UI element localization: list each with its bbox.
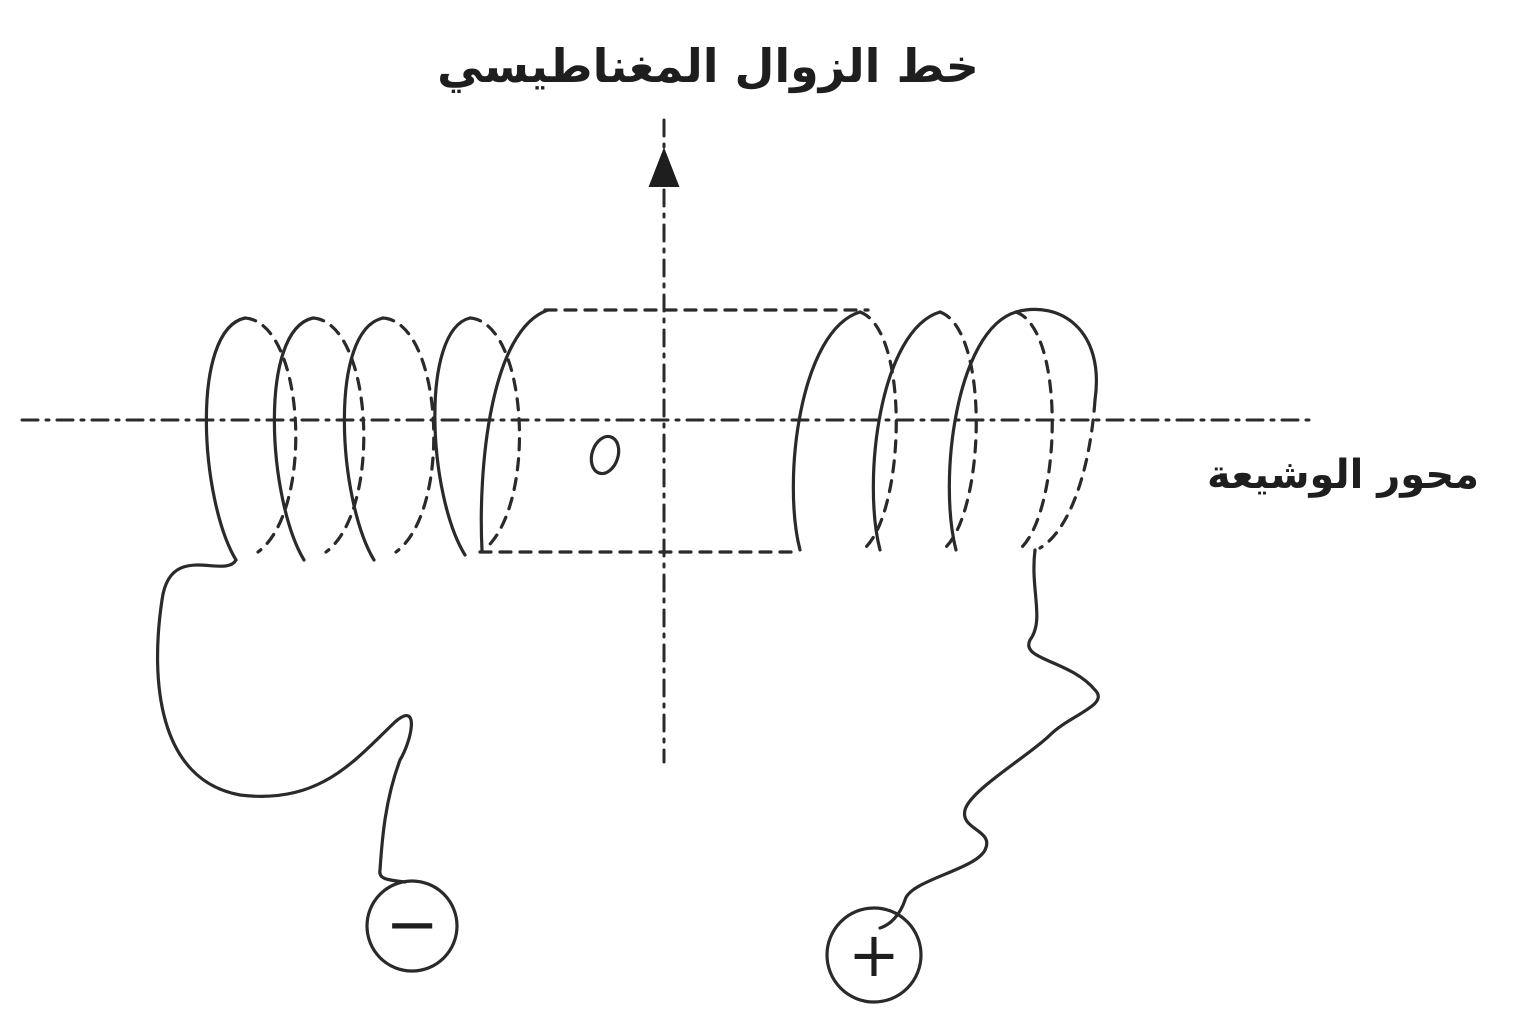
positive-lead-wire: [878, 548, 1100, 930]
positive-terminal: +: [825, 906, 923, 1004]
coil-left-turns: [204, 308, 550, 562]
positive-sign: +: [848, 918, 900, 991]
coil-right-turns: [791, 307, 1098, 552]
neutral-axis: [648, 118, 680, 764]
neutral-axis-arrow-icon: [648, 147, 680, 187]
negative-terminal: −: [365, 879, 459, 973]
coil-axis-label: محور الوشيعة: [1207, 452, 1479, 498]
neutral-axis-label: خط الزوال المغناطيسي: [437, 39, 979, 93]
negative-sign: −: [385, 888, 439, 962]
coil-core-outline: [478, 308, 870, 554]
negative-lead-wire: [155, 558, 413, 884]
center-point-circle: [589, 434, 621, 476]
